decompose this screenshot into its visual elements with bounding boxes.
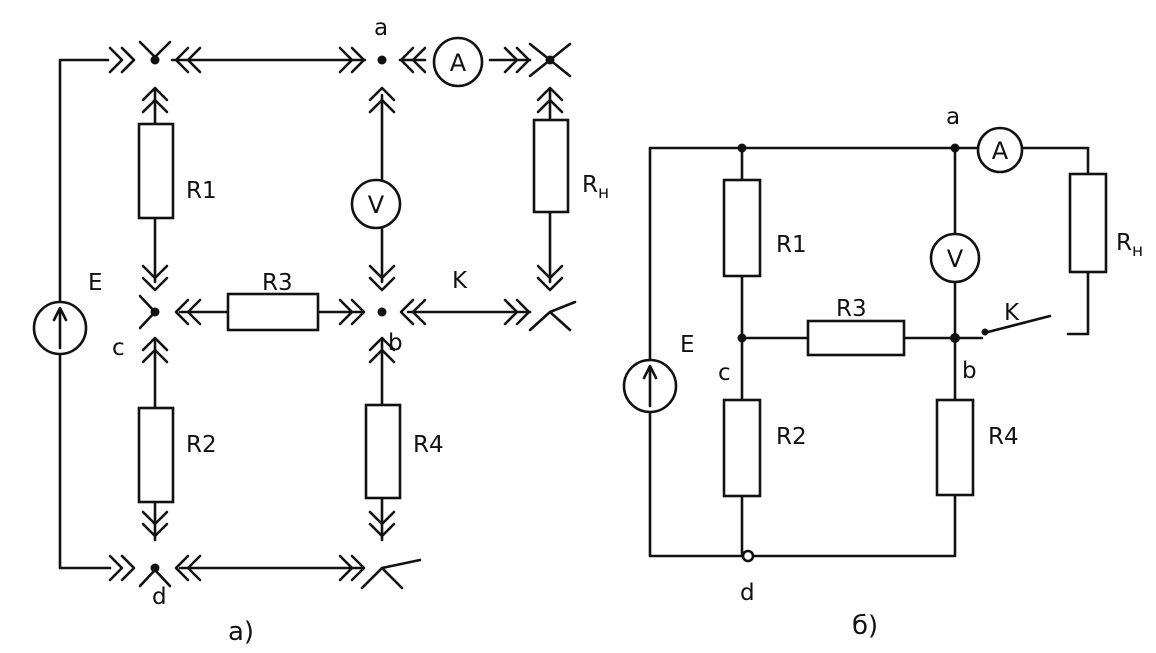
- switch-k-label: K: [452, 268, 468, 294]
- diagram-a: A V a E c b d K R1 R2 R3 R4 Rн а): [32, 15, 609, 647]
- diagram-b: A V a E c b d K R1 R2 R3 R4 Rн б): [622, 104, 1143, 641]
- diagram-b-wires: [648, 146, 1090, 558]
- source-arrow-icon: [642, 364, 658, 408]
- rh-label: Rн: [582, 172, 609, 203]
- voltmeter-b: [929, 232, 981, 284]
- node-b-label-b: b: [962, 358, 977, 384]
- connector-sockets-a: [108, 40, 577, 590]
- node-b-label: b: [388, 330, 403, 356]
- resistor-r2-b: [722, 398, 762, 498]
- r1-label: R1: [186, 178, 217, 204]
- r2-label-b: R2: [776, 424, 807, 450]
- voltmeter-b-label: V: [947, 245, 964, 273]
- ammeter-a: [432, 36, 484, 88]
- ammeter-b-label: A: [992, 137, 1009, 165]
- r4-label-b: R4: [988, 424, 1019, 450]
- r3-label: R3: [262, 270, 293, 296]
- resistor-rh-b: [1068, 172, 1108, 274]
- switch-k-label-b: K: [1004, 300, 1020, 326]
- ammeter-a-label: A: [450, 49, 467, 77]
- junction-dots-b: [737, 143, 989, 563]
- resistor-r1-a: [137, 122, 175, 220]
- node-d-label: d: [152, 584, 167, 610]
- r3-label-b: R3: [836, 296, 867, 322]
- node-a-label: a: [374, 15, 388, 41]
- caption-b: б): [852, 611, 878, 641]
- r1-label-b: R1: [776, 232, 807, 258]
- source-e-label: E: [88, 270, 103, 296]
- node-c-label-b: c: [718, 360, 731, 386]
- resistor-r3-b: [806, 319, 906, 357]
- node-a-label-b: a: [946, 104, 960, 130]
- r4-label: R4: [413, 432, 444, 458]
- caption-a: а): [228, 617, 254, 647]
- voltmeter-a: [350, 178, 402, 230]
- ammeter-b: [976, 126, 1024, 174]
- r2-label: R2: [186, 432, 217, 458]
- resistor-r1-b: [722, 178, 762, 278]
- resistor-r4-a: [364, 403, 402, 500]
- resistor-r2-a: [137, 406, 175, 504]
- rh-label-b: Rн: [1116, 230, 1143, 261]
- voltmeter-a-label: V: [368, 191, 385, 219]
- resistor-r3-a: [226, 292, 320, 332]
- resistor-rh-a: [532, 118, 570, 214]
- resistor-r4-b: [935, 398, 975, 497]
- source-arrow-icon: [52, 306, 68, 350]
- junction-dots-a: [150, 55, 555, 573]
- source-e-label-b: E: [680, 332, 695, 358]
- node-d-label-b: d: [740, 580, 755, 606]
- node-c-label: c: [112, 335, 125, 361]
